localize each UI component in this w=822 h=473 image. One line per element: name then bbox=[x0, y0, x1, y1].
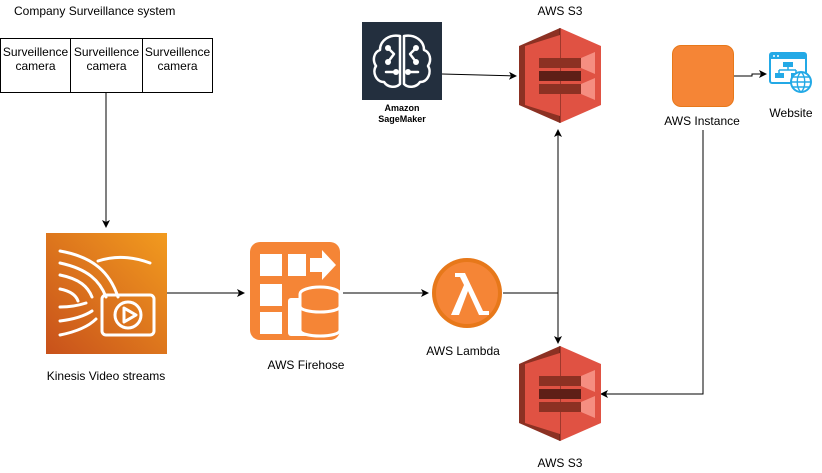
edge-instance-to-s3-bottom bbox=[600, 130, 704, 398]
kinesis-label: Kinesis Video streams bbox=[46, 369, 166, 383]
s3-bucket-icon bbox=[519, 28, 601, 123]
camera-box-2: Surveillence camera bbox=[70, 38, 143, 93]
camera-box-3: Surveillence camera bbox=[142, 38, 213, 93]
system-title: Company Surveillance system bbox=[14, 4, 176, 18]
edge-instance-to-website bbox=[734, 70, 767, 78]
lambda-label: AWS Lambda bbox=[426, 344, 500, 358]
sagemaker-icon bbox=[362, 22, 442, 100]
instance-label: AWS Instance bbox=[664, 114, 740, 128]
lambda-icon bbox=[432, 258, 502, 328]
s3-top-label: AWS S3 bbox=[537, 4, 583, 18]
firehose-label: AWS Firehose bbox=[267, 358, 345, 372]
website-icon bbox=[769, 52, 812, 93]
sagemaker-label-line2: SageMaker bbox=[378, 114, 426, 124]
website-label: Website bbox=[769, 106, 813, 120]
firehose-icon bbox=[250, 242, 342, 340]
kinesis-video-streams-icon bbox=[46, 233, 167, 354]
sagemaker-label-line1: Amazon bbox=[384, 103, 420, 113]
edge-sagemaker-to-s3 bbox=[441, 71, 517, 80]
s3-bottom-label: AWS S3 bbox=[537, 456, 583, 470]
s3-bucket-icon bbox=[519, 346, 601, 441]
aws-instance-icon bbox=[672, 45, 734, 107]
